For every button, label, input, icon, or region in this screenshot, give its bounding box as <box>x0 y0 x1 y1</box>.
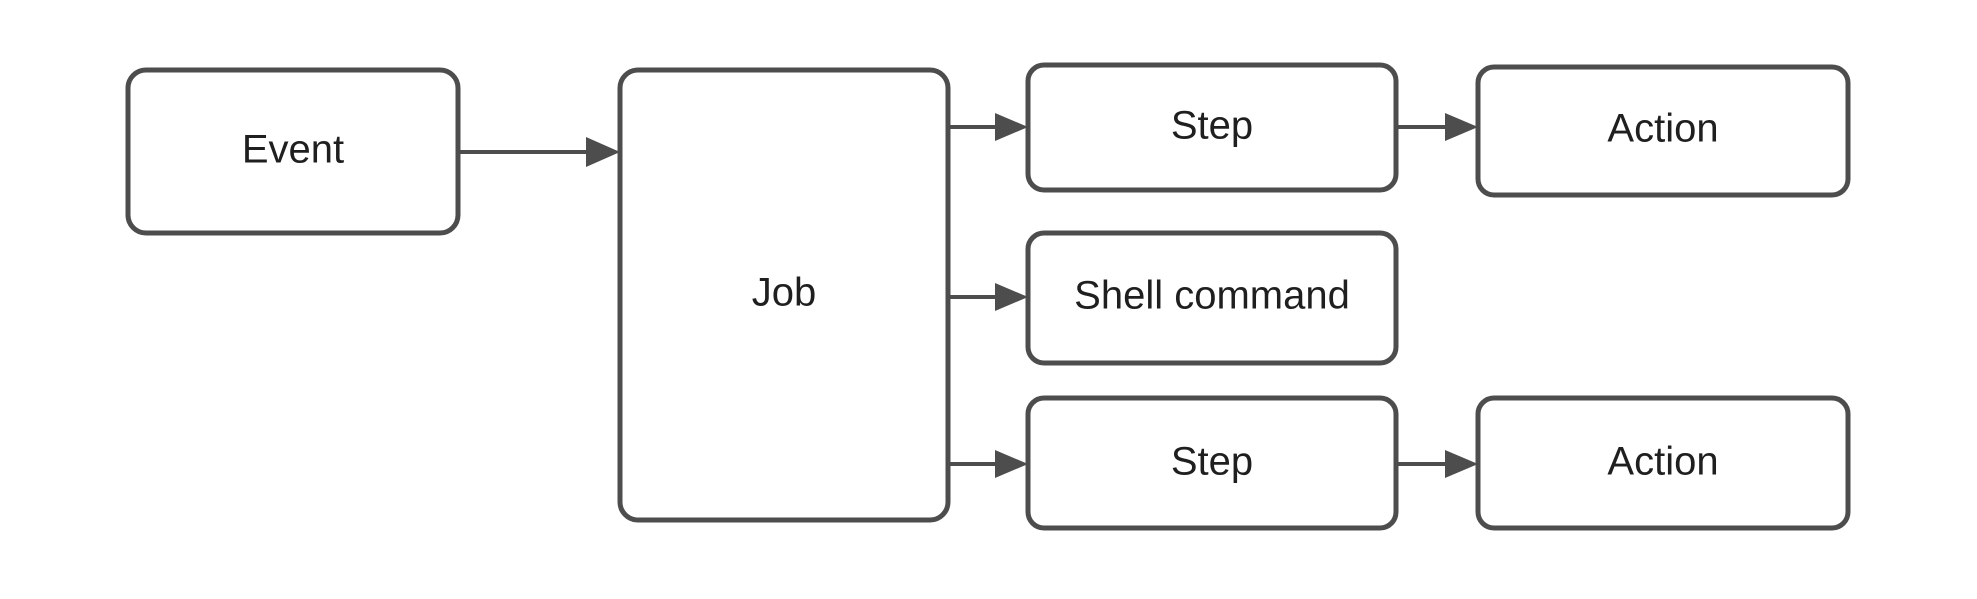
edge-job-to-step-top <box>948 113 1028 141</box>
edge-step-bottom-to-action-bottom <box>1396 450 1478 478</box>
node-step-top-label: Step <box>1171 104 1253 148</box>
edge-job-to-step-bottom-arrowhead <box>995 450 1028 478</box>
edge-step-bottom-to-action-bottom-arrowhead <box>1445 450 1478 478</box>
node-job[interactable]: Job <box>617 67 951 523</box>
node-job-label: Job <box>752 271 817 315</box>
node-step-bottom-label: Step <box>1171 440 1253 484</box>
edge-job-to-step-top-arrowhead <box>995 113 1028 141</box>
edge-event-to-job <box>458 137 620 167</box>
node-step-top[interactable]: Step <box>1025 62 1399 193</box>
node-shell-command-label: Shell command <box>1074 274 1350 318</box>
node-action-top-shape[interactable] <box>1475 64 1851 198</box>
node-action-bottom-label: Action <box>1607 440 1718 484</box>
edge-job-to-step-bottom <box>948 450 1028 478</box>
edge-step-top-to-action-top <box>1396 113 1478 141</box>
node-action-top[interactable]: Action <box>1475 64 1851 198</box>
node-shell-command[interactable]: Shell command <box>1025 230 1399 366</box>
edge-job-to-shell-command <box>948 283 1028 311</box>
edge-job-to-shell-command-arrowhead <box>995 283 1028 311</box>
node-action-top-label: Action <box>1607 107 1718 151</box>
node-step-bottom[interactable]: Step <box>1025 395 1399 531</box>
node-shell-command-shape[interactable] <box>1025 230 1399 366</box>
node-action-bottom-shape[interactable] <box>1475 395 1851 531</box>
node-event[interactable]: Event <box>125 67 461 236</box>
edge-event-to-job-arrowhead <box>586 137 620 167</box>
edge-step-top-to-action-top-arrowhead <box>1445 113 1478 141</box>
node-action-bottom[interactable]: Action <box>1475 395 1851 531</box>
node-event-label: Event <box>242 128 344 172</box>
